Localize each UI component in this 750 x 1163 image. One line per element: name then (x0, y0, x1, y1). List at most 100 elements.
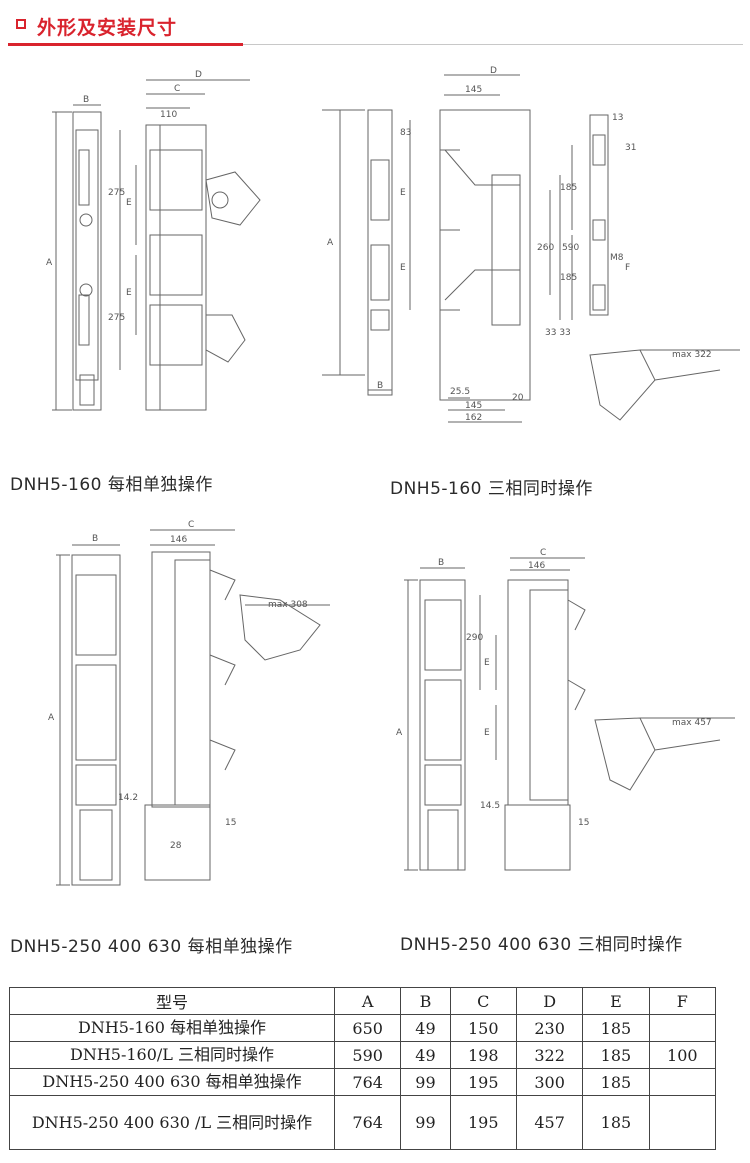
dim-label: D (195, 70, 202, 80)
dim-label: 260 (537, 243, 554, 253)
table-cell: 99 (400, 1095, 451, 1150)
table-cell: 230 (515, 1014, 584, 1042)
table-cell: 185 (582, 1095, 650, 1150)
dim-label: M8 (610, 253, 624, 263)
dim-label: max 457 (672, 718, 712, 728)
diagram-caption-4: DNH5-250 400 630 三相同时操作 (400, 935, 683, 955)
dim-label: A (396, 728, 403, 738)
column-header: E (582, 987, 650, 1015)
dim-label: E (400, 263, 406, 273)
table-cell: DNH5-160/L 三相同时操作 (9, 1041, 335, 1069)
table-cell: 300 (515, 1068, 584, 1096)
table-cell: 198 (449, 1041, 517, 1069)
table-cell: 185 (582, 1068, 650, 1096)
dim-label: 145 (465, 401, 482, 411)
table-cell: 764 (333, 1068, 402, 1096)
dim-label: C (188, 520, 194, 530)
dim-label: 185 (560, 273, 577, 283)
dim-label: B (377, 381, 383, 391)
dim-label: 290 (466, 633, 483, 643)
dim-label: 590 (562, 243, 579, 253)
dim-label: 83 (400, 128, 411, 138)
dim-label: E (126, 288, 132, 298)
table-cell: 590 (333, 1041, 402, 1069)
dimension-table: 型号 A B C D E F DNH5-160 每相单独操作 650 49 15… (9, 987, 717, 1150)
table-cell: 764 (333, 1095, 402, 1150)
table-cell: 99 (400, 1068, 451, 1096)
column-header: D (515, 987, 584, 1015)
dimension-drawings: B D C 110 A E E 275 275 A B D 145 83 E E… (46, 66, 740, 886)
table-cell: 185 (582, 1041, 650, 1069)
dim-label: 146 (528, 561, 545, 571)
dim-label: 15 (578, 818, 589, 828)
table-cell (648, 1014, 717, 1042)
table-row: DNH5-160 每相单独操作 650 49 150 230 185 (9, 1014, 717, 1042)
table-cell: DNH5-250 400 630 /L 三相同时操作 (9, 1095, 335, 1150)
table-cell: 195 (449, 1068, 517, 1096)
dim-label: D (490, 66, 497, 76)
section-header: 外形及安装尺寸 (0, 0, 750, 50)
dim-label: F (625, 263, 630, 273)
table-cell: 49 (400, 1041, 451, 1069)
dim-label: 28 (170, 841, 182, 851)
table-cell: 150 (449, 1014, 517, 1042)
dim-label: 146 (170, 535, 187, 545)
table-cell: 195 (449, 1095, 517, 1150)
dim-label: 145 (465, 85, 482, 95)
dim-label: E (126, 198, 132, 208)
header-accent-bar (8, 43, 243, 46)
square-bullet-icon (16, 19, 26, 29)
dim-label: C (540, 548, 546, 558)
dim-label: 14.2 (118, 793, 138, 803)
dim-label: 110 (160, 110, 177, 120)
drawing-dnh5-160-single (52, 79, 261, 411)
dim-label: 33 33 (545, 328, 571, 338)
dim-label: B (438, 558, 444, 568)
diagram-caption-2: DNH5-160 三相同时操作 (390, 479, 593, 499)
table-row: DNH5-250 400 630 每相单独操作 764 99 195 300 1… (9, 1068, 717, 1096)
dim-label: A (48, 713, 55, 723)
table-cell: DNH5-160 每相单独操作 (9, 1014, 335, 1042)
table-header-row: 型号 A B C D E F (9, 987, 717, 1015)
dim-label: 14.5 (480, 801, 500, 811)
dim-label: 15 (225, 818, 236, 828)
dim-label: C (174, 84, 180, 94)
dim-label: 25.5 (450, 387, 470, 397)
table-cell: 185 (582, 1014, 650, 1042)
dim-label: 162 (465, 413, 482, 423)
drawing-dnh5-250-single (56, 529, 330, 886)
dim-label: B (92, 534, 98, 544)
dim-label: 20 (512, 393, 524, 403)
dim-label: E (484, 728, 490, 738)
dim-label: E (400, 188, 406, 198)
dim-label: B (83, 95, 89, 105)
table-cell: 650 (333, 1014, 402, 1042)
table-cell: 457 (515, 1095, 584, 1150)
dim-label: 275 (108, 313, 125, 323)
column-header: C (449, 987, 517, 1015)
dim-label: A (327, 238, 334, 248)
table-cell: DNH5-250 400 630 每相单独操作 (9, 1068, 335, 1096)
dim-label: A (46, 258, 53, 268)
section-title: 外形及安装尺寸 (37, 17, 178, 39)
diagram-caption-1: DNH5-160 每相单独操作 (10, 475, 213, 495)
drawing-dnh5-160-three (322, 74, 740, 423)
column-header: F (648, 987, 717, 1015)
column-header: B (400, 987, 451, 1015)
dim-label: E (484, 658, 490, 668)
table-row: DNH5-250 400 630 /L 三相同时操作 764 99 195 45… (9, 1095, 717, 1150)
table-cell: 100 (648, 1041, 717, 1069)
dim-label: 275 (108, 188, 125, 198)
diagram-caption-3: DNH5-250 400 630 每相单独操作 (10, 937, 293, 957)
table-cell (648, 1095, 717, 1150)
dim-label: max 308 (268, 600, 308, 610)
table-cell (648, 1068, 717, 1096)
dim-label: 31 (625, 143, 636, 153)
dim-label: 13 (612, 113, 623, 123)
column-header: 型号 (9, 987, 335, 1015)
header-divider (243, 44, 743, 45)
table-cell: 49 (400, 1014, 451, 1042)
column-header: A (333, 987, 402, 1015)
table-row: DNH5-160/L 三相同时操作 590 49 198 322 185 100 (9, 1041, 717, 1069)
drawing-dnh5-250-three (404, 557, 735, 871)
